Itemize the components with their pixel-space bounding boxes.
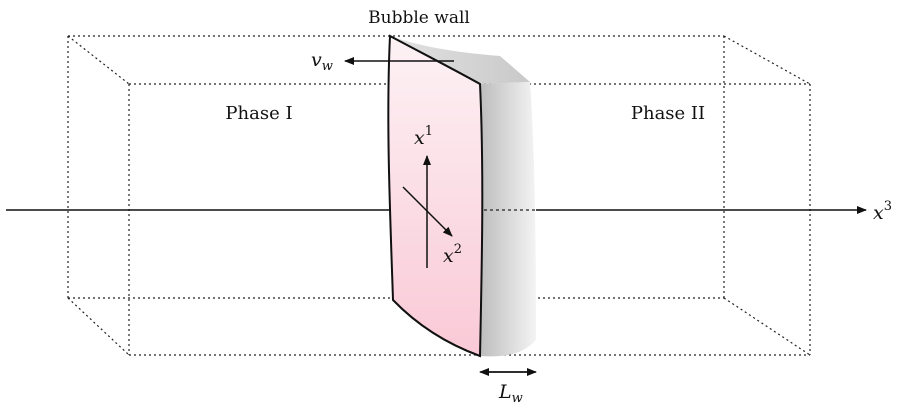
wall-thickness-sub: w bbox=[512, 391, 523, 403]
axis-x3-label: x3 bbox=[873, 199, 892, 224]
wall-velocity-sub: w bbox=[322, 59, 333, 74]
bubble-wall-label: Bubble wall bbox=[368, 8, 470, 28]
box-depth-edge-top-right bbox=[723, 35, 811, 85]
axis-x1-base: x bbox=[414, 127, 425, 149]
axis-x2-arrow bbox=[402, 186, 453, 237]
bubble-wall-front-face bbox=[387, 34, 484, 358]
axis-x3-sup: 3 bbox=[884, 199, 892, 214]
phase-1-label: Phase I bbox=[225, 103, 292, 124]
wall-velocity-base: v bbox=[311, 49, 322, 71]
box-depth-edge-bottom-right bbox=[723, 297, 811, 356]
bubble-wall-top-surface bbox=[390, 36, 530, 84]
box-depth-edge-top-left bbox=[67, 35, 130, 85]
axis-x2-sup: 2 bbox=[454, 242, 462, 257]
phase-2-label: Phase II bbox=[631, 103, 705, 124]
axis-x1-sup: 1 bbox=[425, 124, 433, 139]
axis-x1-label: x1 bbox=[414, 124, 433, 149]
axis-x3-base: x bbox=[873, 202, 884, 224]
bubble-wall-thickness bbox=[480, 82, 536, 357]
wall-velocity-label: vw bbox=[311, 49, 333, 74]
wall-thickness-base: L bbox=[498, 381, 512, 403]
box-depth-edge-bottom-left bbox=[67, 297, 130, 356]
axis-x2-base: x bbox=[443, 245, 454, 267]
wall-thickness-label: Lw bbox=[498, 381, 523, 403]
axis-x2-label: x2 bbox=[443, 242, 462, 267]
